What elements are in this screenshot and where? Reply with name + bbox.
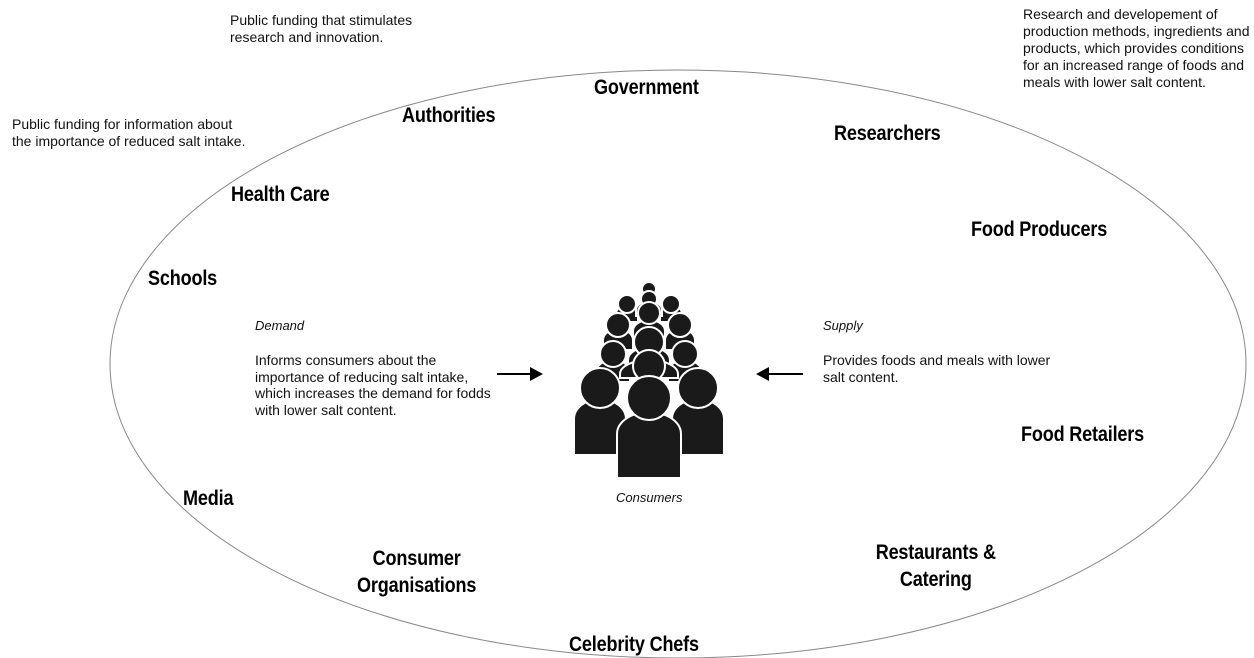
actor-health-care: Health Care — [231, 183, 330, 206]
actor-researchers: Researchers — [834, 122, 941, 145]
supply-text: Provides foods and meals with lower salt… — [823, 352, 1051, 385]
actor-consumer-organisations: Consumer Organisations — [357, 547, 477, 597]
crowd-icon — [573, 281, 725, 479]
note-research-development: Research and developement of production … — [1023, 6, 1250, 90]
supply-title: Supply — [823, 318, 863, 333]
actor-schools: Schools — [148, 267, 218, 290]
demand-title: Demand — [255, 318, 305, 333]
actor-celebrity-chefs: Celebrity Chefs — [569, 633, 699, 656]
demand-text: Informs consumers about the importance o… — [255, 352, 491, 418]
stakeholder-ellipse — [109, 69, 1247, 658]
note-public-funding-information: Public funding for information about the… — [12, 116, 246, 149]
actor-restaurants-catering: Restaurants & Catering — [875, 541, 996, 591]
actor-food-producers: Food Producers — [971, 218, 1108, 241]
actor-government: Government — [594, 76, 699, 99]
actor-authorities: Authorities — [402, 104, 496, 127]
demand-arrow — [497, 367, 543, 381]
consumers-label: Consumers — [616, 490, 683, 505]
actor-food-retailers: Food Retailers — [1021, 423, 1145, 446]
actor-media: Media — [183, 487, 234, 510]
supply-arrow — [756, 367, 803, 381]
note-public-funding-research: Public funding that stimulates research … — [230, 12, 413, 45]
